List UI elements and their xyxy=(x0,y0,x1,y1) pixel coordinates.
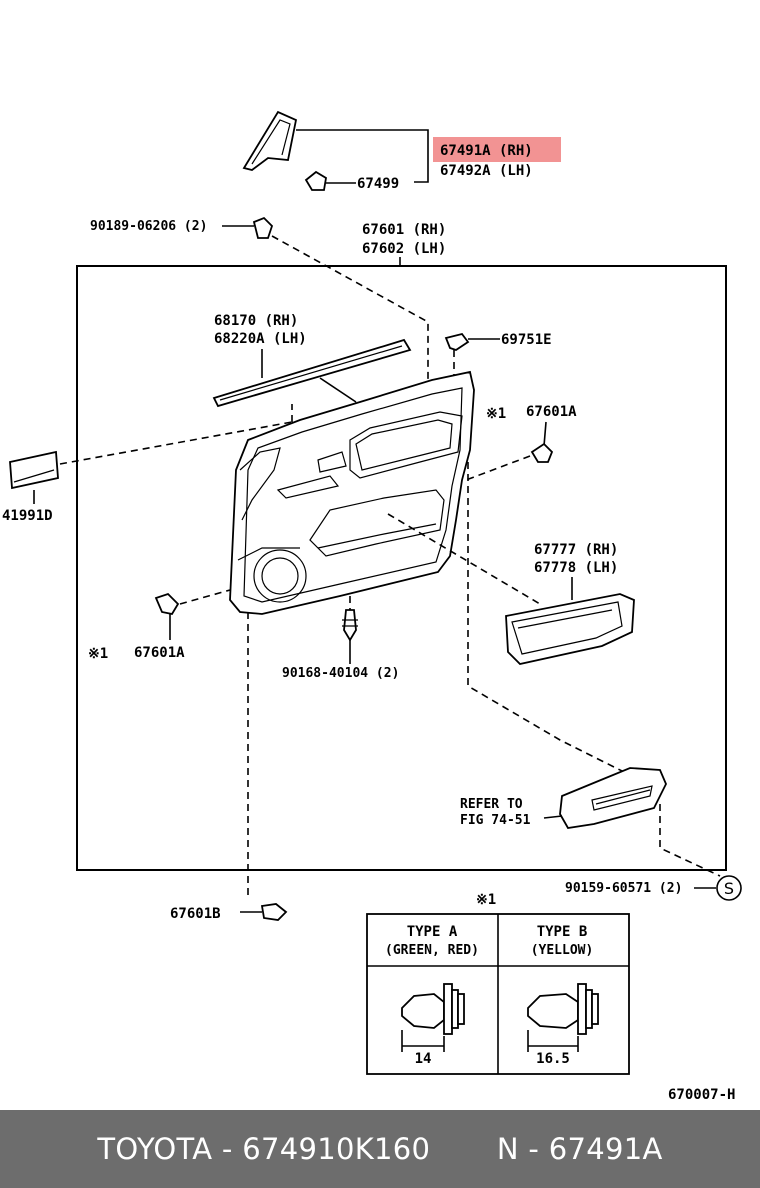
note-mark-table: ※1 xyxy=(476,892,496,908)
parts-diagram: 67491A (RH) 67492A (LH) 67499 90189-0620… xyxy=(2,110,742,1103)
corner-garnish-part[interactable] xyxy=(242,110,298,171)
type-b-title: TYPE B xyxy=(537,924,588,940)
label-69751E: 69751E xyxy=(501,332,552,348)
label-68170: 68170 (RH) xyxy=(214,313,298,329)
clip-90168-part[interactable] xyxy=(342,609,358,642)
label-90168: 90168-40104 (2) xyxy=(282,666,399,681)
type-a-title: TYPE A xyxy=(407,924,458,940)
clip-69751E-part[interactable] xyxy=(444,332,470,351)
type-table xyxy=(366,913,630,1075)
assembly-frame xyxy=(76,265,727,871)
switch-base-part[interactable] xyxy=(559,767,667,829)
label-41991D: 41991D xyxy=(2,508,53,524)
type-a-dimension: 14 xyxy=(415,1051,432,1067)
label-68220A: 68220A (LH) xyxy=(214,331,307,347)
clip-67601B-part[interactable] xyxy=(260,903,288,921)
screw-90159-circle[interactable]: S xyxy=(716,875,742,901)
clip-67499-part[interactable] xyxy=(304,170,327,191)
label-90189: 90189-06206 (2) xyxy=(90,219,207,234)
refer-to-line1: REFER TO xyxy=(460,797,523,812)
footer-part-number: TOYOTA - 674910K160 N - 67491A xyxy=(97,1132,663,1166)
label-90159: 90159-60571 (2) xyxy=(565,881,682,896)
type-b-subtitle: (YELLOW) xyxy=(531,943,594,958)
highlight-box xyxy=(433,137,561,162)
clip-67601A-right-part[interactable] xyxy=(530,442,554,463)
diagram-code: 670007-H xyxy=(668,1087,735,1103)
refer-to-line2: FIG 74-51 xyxy=(460,813,531,828)
armrest-67777-part[interactable] xyxy=(505,593,635,665)
label-67492A: 67492A (LH) xyxy=(440,163,533,179)
type-a-subtitle: (GREEN, RED) xyxy=(385,943,479,958)
label-67499: 67499 xyxy=(357,176,399,192)
label-67601A-right: 67601A xyxy=(526,404,577,420)
clip-67601A-left-part[interactable] xyxy=(154,592,180,616)
label-67491A: 67491A (RH) xyxy=(440,143,533,159)
door-trim-panel-67601-part[interactable] xyxy=(229,370,475,615)
label-67601A-left: 67601A xyxy=(134,645,185,661)
type-b-dimension: 16.5 xyxy=(536,1051,570,1067)
note-mark-right: ※1 xyxy=(486,406,506,422)
type-a-clip-icon xyxy=(401,983,465,1052)
footer-bar: TOYOTA - 674910K160 N - 67491A xyxy=(0,1110,760,1188)
label-67778: 67778 (LH) xyxy=(534,560,618,576)
type-b-clip-icon xyxy=(527,983,599,1052)
pad-41991D-part[interactable] xyxy=(9,450,59,490)
label-67601: 67601 (RH) xyxy=(362,222,446,238)
weatherstrip-68170-part[interactable] xyxy=(212,338,412,408)
circle-s-label: S xyxy=(724,879,734,898)
label-67602: 67602 (LH) xyxy=(362,241,446,257)
screw-90189-part[interactable] xyxy=(252,216,274,239)
note-mark-left: ※1 xyxy=(88,646,108,662)
label-67601B: 67601B xyxy=(170,906,221,922)
label-67777: 67777 (RH) xyxy=(534,542,618,558)
